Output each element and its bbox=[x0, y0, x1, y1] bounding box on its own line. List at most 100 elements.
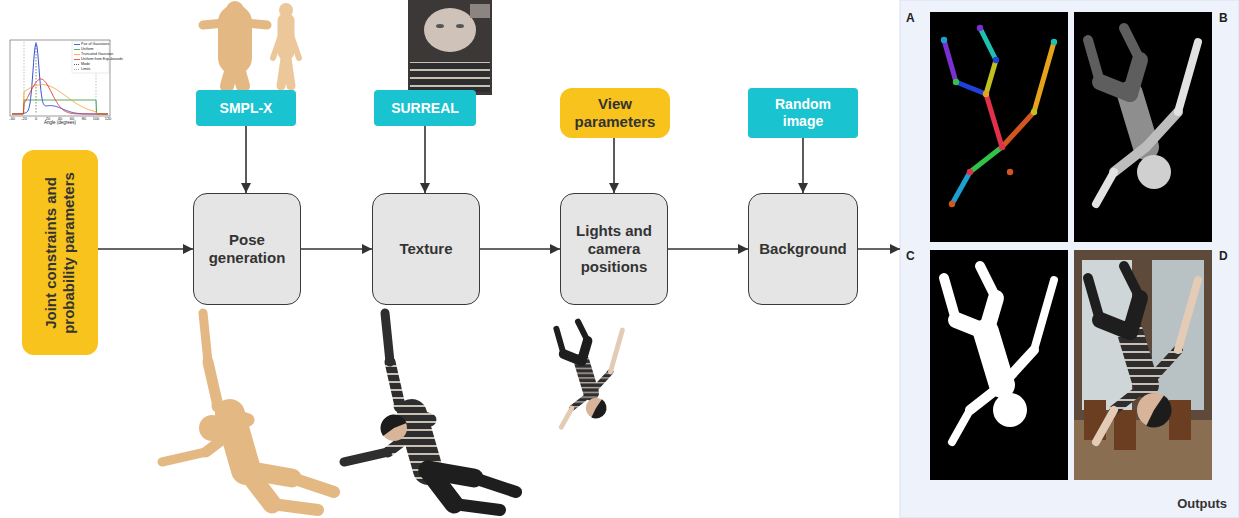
body-limb bbox=[986, 60, 996, 94]
mask-image bbox=[930, 250, 1068, 480]
body-limb bbox=[1088, 40, 1100, 82]
smplx-body bbox=[203, 1, 267, 86]
process-box: Background bbox=[748, 193, 858, 305]
flow-arrow bbox=[668, 248, 748, 250]
joint-dot bbox=[977, 25, 983, 31]
texture-face bbox=[424, 8, 476, 52]
legend-line-sample bbox=[74, 59, 80, 60]
room-wall bbox=[1074, 250, 1212, 480]
panel-title: Outputs bbox=[1177, 496, 1227, 512]
chart-frame bbox=[10, 40, 110, 116]
body-limb bbox=[385, 313, 390, 362]
depth-body bbox=[1088, 28, 1198, 204]
process-box: Texture bbox=[372, 193, 480, 305]
legend-text: Uniform from Exp+bounds bbox=[81, 58, 123, 62]
box-label: View parameters bbox=[568, 95, 662, 131]
skeleton bbox=[941, 25, 1057, 207]
parameter-box: Joint constraints and probability parame… bbox=[22, 150, 98, 355]
box-label: Background bbox=[759, 240, 847, 258]
box-label: Random image bbox=[756, 96, 850, 130]
flow-arrow bbox=[98, 248, 193, 250]
body-limb bbox=[235, 58, 243, 86]
body-limb bbox=[235, 22, 267, 25]
texture-shirt bbox=[410, 62, 490, 92]
body-limb bbox=[1146, 112, 1178, 147]
body-head bbox=[199, 415, 225, 441]
tick-label: 80 bbox=[82, 117, 86, 121]
body-limb bbox=[1034, 42, 1054, 112]
legend-line-sample bbox=[74, 49, 80, 50]
joint-dot bbox=[993, 57, 999, 63]
body-hair bbox=[591, 399, 606, 418]
image-ground bbox=[1074, 12, 1212, 242]
box-label: Pose generation bbox=[202, 231, 292, 267]
body-head bbox=[1137, 393, 1171, 427]
tick-label: 20 bbox=[46, 117, 50, 121]
legend-text: Mode bbox=[81, 63, 90, 67]
posed-body bbox=[162, 313, 334, 510]
image-ground bbox=[930, 250, 1068, 480]
image-ground bbox=[1074, 250, 1212, 480]
body-limb bbox=[556, 329, 563, 354]
joint-dot bbox=[1051, 39, 1057, 45]
process-box: Lights and camera positions bbox=[560, 193, 668, 305]
flow-arrow bbox=[424, 126, 426, 193]
body-limb bbox=[1002, 112, 1034, 147]
body-limb bbox=[1130, 332, 1146, 385]
body-hair bbox=[381, 415, 407, 436]
body-limb bbox=[970, 147, 1002, 172]
legend-text: Limits bbox=[81, 68, 90, 72]
body-limb bbox=[1096, 410, 1114, 442]
flow-arrow bbox=[802, 138, 804, 193]
joint-dot bbox=[967, 169, 973, 175]
legend-line-sample bbox=[74, 54, 80, 55]
body-limb bbox=[561, 408, 572, 427]
rgb-image bbox=[1074, 250, 1212, 480]
body-limb bbox=[956, 82, 986, 94]
body-limb bbox=[474, 478, 516, 492]
box-label: Texture bbox=[399, 240, 452, 258]
source-box: SURREAL bbox=[374, 90, 476, 126]
tick-label: 120 bbox=[105, 117, 112, 121]
body-limb bbox=[944, 40, 956, 82]
body-head bbox=[226, 1, 244, 19]
body-limb bbox=[454, 504, 500, 510]
mask-body bbox=[944, 266, 1054, 442]
depth-image bbox=[1074, 12, 1212, 242]
legend-line-sample bbox=[74, 44, 80, 45]
body-limb bbox=[582, 341, 588, 361]
tick-label: 40 bbox=[58, 117, 62, 121]
body-limb bbox=[1088, 278, 1100, 320]
joint-dot bbox=[941, 37, 947, 43]
box-label: SMPL-X bbox=[220, 100, 273, 117]
body-limb bbox=[1130, 94, 1146, 147]
panel-letter: C bbox=[906, 250, 915, 262]
joint-dot bbox=[949, 201, 955, 207]
body-limb bbox=[986, 332, 1002, 385]
body-head bbox=[586, 398, 606, 418]
body-head bbox=[1137, 155, 1171, 189]
body-limb bbox=[1124, 28, 1140, 60]
rgb-body bbox=[1088, 266, 1198, 442]
legend-line-sample bbox=[74, 64, 80, 65]
texture-face-detail bbox=[456, 24, 464, 28]
texture-face-detail bbox=[436, 24, 444, 28]
body-limb bbox=[203, 313, 208, 362]
body-limb bbox=[1178, 42, 1198, 112]
body-head bbox=[279, 3, 293, 17]
body-limb bbox=[1178, 280, 1198, 350]
body-head bbox=[993, 393, 1027, 427]
tick-label: -20 bbox=[21, 117, 27, 121]
body-limb bbox=[1034, 280, 1054, 350]
source-box: SMPL-X bbox=[196, 90, 296, 126]
keypoint-image bbox=[930, 12, 1068, 242]
body-limb bbox=[582, 361, 592, 393]
tick-label: 60 bbox=[70, 117, 74, 121]
texture-ground bbox=[408, 0, 492, 95]
body-limb bbox=[952, 410, 970, 442]
body-limb bbox=[944, 278, 956, 320]
body-limb bbox=[610, 330, 622, 372]
body-limb bbox=[344, 452, 388, 462]
joint-dot bbox=[1031, 109, 1037, 115]
